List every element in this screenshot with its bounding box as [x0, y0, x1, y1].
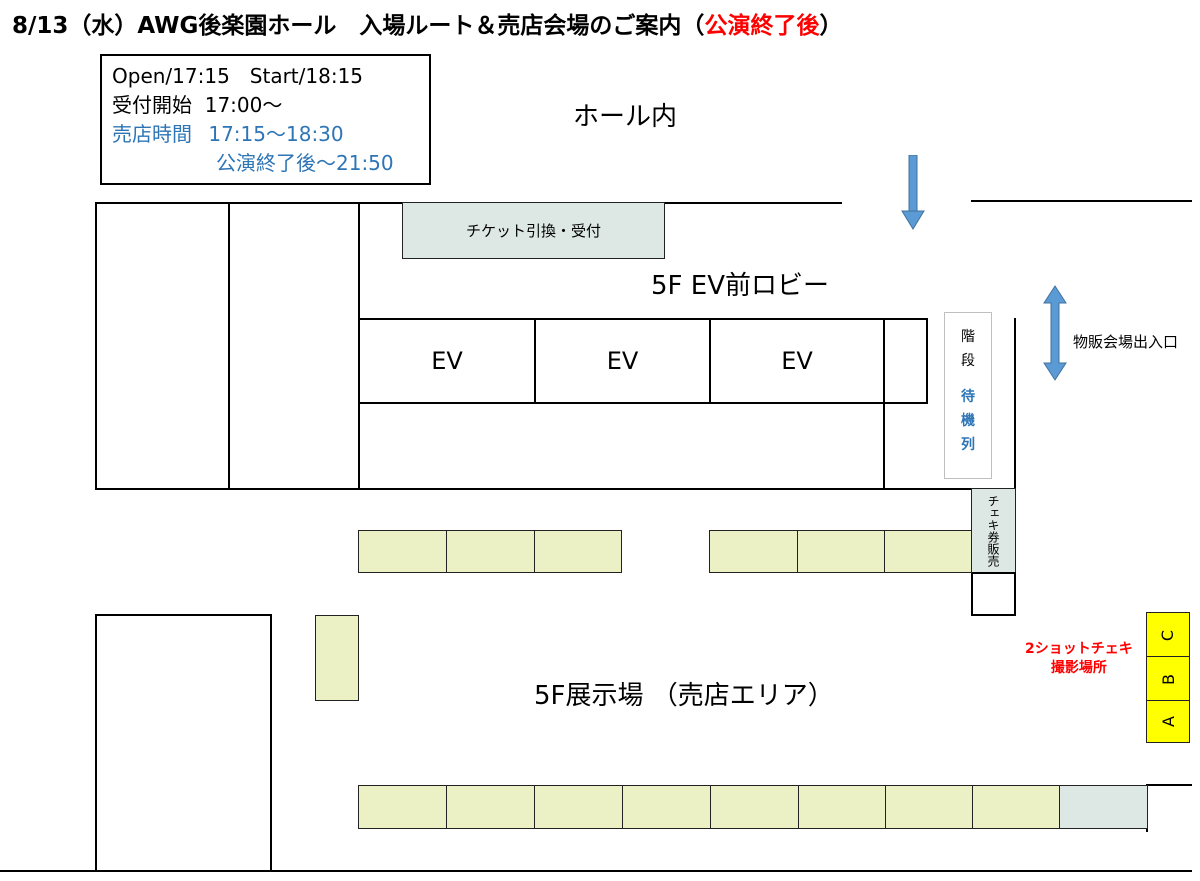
stall — [534, 785, 623, 829]
title-close: ） — [819, 13, 843, 39]
stairs-label-1: 階 — [961, 329, 975, 345]
lower-left-wall-left — [95, 614, 97, 872]
inner-wall-1 — [228, 202, 230, 490]
ticket-counter: チケット引換・受付 — [402, 202, 665, 259]
cheki-lower-box — [971, 572, 1016, 616]
info-reception: 受付開始 17:00～ — [112, 93, 283, 117]
middle-wall — [95, 488, 1016, 490]
cheki-ticket-booth: チェキ券販売 — [971, 488, 1016, 574]
elevator-3: EV — [709, 318, 885, 404]
merch-entrance-label: 物販会場出入口 — [1073, 333, 1179, 351]
stall — [358, 530, 447, 573]
elevator-2-label: EV — [606, 347, 639, 375]
bottom-wall — [0, 870, 1192, 872]
info-shop-time: 17:15～18:30 — [208, 122, 344, 146]
photo-booth-b: B — [1146, 656, 1190, 702]
photo-spot-line2: 撮影場所 — [1050, 660, 1107, 676]
title-text: 8/13（水）AWG後楽園ホール 入場ルート＆売店会場のご案内（ — [12, 13, 705, 39]
photo-booth-c-label: C — [1158, 629, 1178, 641]
stall-grey — [1059, 785, 1148, 829]
queue-label-3: 列 — [961, 437, 975, 453]
cheki-ticket-label: チェキ券販売 — [986, 495, 1000, 567]
title-highlight: 公演終了後 — [704, 13, 820, 39]
elevator-lower-wall — [883, 402, 885, 490]
elevator-1-label: EV — [431, 347, 463, 375]
right-inner-wall — [1014, 318, 1016, 616]
stall — [446, 530, 535, 573]
stairs-queue-box: 階 段 待 機 列 — [944, 312, 992, 479]
merch-entrance-arrow-icon — [1043, 285, 1067, 381]
stall — [885, 785, 973, 829]
stall — [446, 785, 535, 829]
photo-booth-a-label: A — [1158, 716, 1178, 727]
info-open-start: Open/17:15 Start/18:15 — [112, 64, 364, 88]
photo-booth-b-label: B — [1158, 673, 1178, 685]
ticket-counter-label: チケット引換・受付 — [465, 222, 601, 240]
stall — [358, 785, 447, 829]
elevator-side-room — [883, 318, 928, 404]
stall — [709, 530, 798, 573]
photo-spot-line1: 2ショットチェキ — [1025, 641, 1133, 657]
stall — [798, 785, 886, 829]
stall-vertical — [315, 615, 359, 701]
stairs-label-2: 段 — [961, 353, 975, 369]
left-wall — [95, 202, 97, 490]
queue-label-1: 待 — [961, 389, 975, 405]
top-wall-right — [971, 200, 1192, 202]
entry-arrow-icon — [901, 155, 925, 230]
photo-spot-label: 2ショットチェキ 撮影場所 — [1025, 640, 1133, 678]
right-lower-wall-top — [1146, 784, 1192, 786]
elevator-3-label: EV — [781, 347, 813, 375]
hall-inside-label: ホール内 — [573, 102, 678, 132]
stall — [884, 530, 972, 573]
stall — [534, 530, 622, 573]
lower-left-wall-right — [270, 614, 272, 872]
lower-left-wall-top — [95, 614, 272, 616]
page-title: 8/13（水）AWG後楽園ホール 入場ルート＆売店会場のご案内（公演終了後） — [12, 6, 842, 40]
stall — [622, 785, 711, 829]
stall — [797, 530, 885, 573]
photo-booth-a: A — [1146, 700, 1190, 743]
info-shop-hours-after: 公演終了後～21:50 — [216, 151, 394, 175]
elevator-2: EV — [534, 318, 711, 404]
stall — [710, 785, 799, 829]
info-shop-hours: 売店時間 17:15～18:30 — [112, 120, 429, 149]
exhibition-label: 5F展示場 （売店エリア） — [534, 681, 834, 711]
photo-booth-c: C — [1146, 612, 1190, 658]
stall — [972, 785, 1060, 829]
elevator-1: EV — [358, 318, 536, 404]
info-shop-label: 売店時間 — [112, 122, 192, 146]
lobby-label: 5F EV前ロビー — [651, 271, 829, 301]
info-box: Open/17:15 Start/18:15 受付開始 17:00～ 売店時間 … — [100, 54, 431, 185]
queue-label-2: 機 — [961, 413, 975, 429]
